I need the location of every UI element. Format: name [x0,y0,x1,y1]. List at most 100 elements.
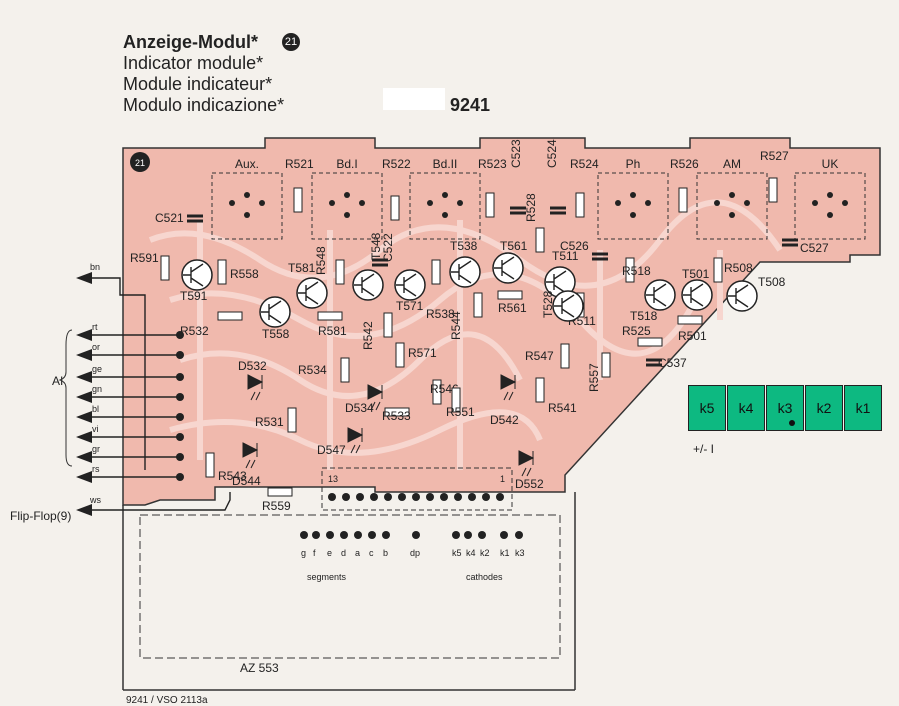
transistor-label: T548 [369,232,383,260]
flipflop-label: Flip-Flop(9) [10,509,71,523]
resistor-label: R525 [622,324,651,338]
transistor-label: T528 [541,290,555,318]
diode-emission [250,391,261,401]
resistor-label: R501 [678,329,707,343]
module-pin [368,531,376,539]
transistor-body [492,252,524,284]
header-pin [356,493,364,501]
header-pin [454,493,462,501]
switch-pin [244,192,250,198]
resistor-body [293,187,303,213]
title-fr: Module indicateur* [123,74,273,94]
transistor-label: T558 [262,327,290,341]
wire-arrow [76,349,92,361]
redaction-box [383,88,445,110]
wire-arrow [76,411,92,423]
transistor-label: T508 [758,275,786,289]
transistor-body [644,279,676,311]
wire-ws-trace [90,492,231,511]
wire-label-gn: gn [92,384,102,394]
digit-box-k1: k1 [844,385,882,431]
module-pin [412,531,420,539]
header-pin [398,493,406,501]
switch-pin [359,200,365,206]
transistor-symbol [646,283,667,307]
transistor-label: T511 [552,249,579,263]
switch-label: Ph [626,157,641,171]
resistor-label: R521 [285,157,314,171]
switch-box [409,172,481,240]
decimal-point-dot [789,420,795,426]
resistor-label: R522 [382,157,411,171]
connector-pin-1: 1 [500,474,505,484]
transistor-symbol [554,294,575,318]
switch-pin [744,200,750,206]
resistor-label: R531 [255,415,284,429]
switch-pin [615,200,621,206]
title-de: Anzeige-Modul* [123,32,258,52]
segments-label: segments [307,572,347,582]
resistor-label: R551 [446,405,475,419]
resistor-body [637,337,663,347]
switch-pin [729,192,735,198]
resistor-body [267,487,293,497]
module-pin [452,531,460,539]
wire-bn-trace [90,277,146,470]
switch-pin [842,200,848,206]
transistor-body [681,279,713,311]
resistor-body [317,311,343,321]
switch-pin [812,200,818,206]
diode-symbol [500,374,517,390]
digit-box-k4: k4 [727,385,765,431]
module-pin [354,531,362,539]
diode-label: D542 [490,413,519,427]
transistor-label: T581 [288,261,316,275]
diode-emission [370,401,381,411]
switch-pin [229,200,235,206]
title-badge: 21 [282,33,300,51]
resistor-label: R508 [724,261,753,275]
diode-symbol [347,427,364,443]
resistor-label: R543 [218,469,247,483]
module-pin [300,531,308,539]
resistor-body [575,192,585,218]
transistor-body [259,296,291,328]
resistor-label: R571 [408,346,437,360]
wire-label-ws: ws [89,495,101,505]
resistor-body [217,259,227,285]
resistor-label: R518 [622,264,651,278]
switch-box [794,172,866,240]
segment-pin-label: e [327,548,332,558]
segment-pin-label: g [301,548,306,558]
wire-label-or: or [92,342,100,352]
digit-caption: +/- I [693,442,715,456]
module-pin [500,531,508,539]
diode-emission [521,467,532,477]
module-pin [478,531,486,539]
switch-pin [645,200,651,206]
cathodes-label: cathodes [466,572,503,582]
wire-pad [176,473,184,481]
switch-pin [442,212,448,218]
transistor-symbol [298,281,319,305]
wire-label-ge: ge [92,364,102,374]
wire-label-bn: bn [90,262,100,272]
switch-box [211,172,283,240]
switch-label: AM [723,157,741,171]
switch-pin [259,200,265,206]
resistor-body [432,379,442,405]
resistor-label: R547 [525,349,554,363]
transistor-label: T571 [396,299,424,313]
capacitor-label: C523 [509,139,523,168]
switch-pin [344,212,350,218]
switch-pin [827,212,833,218]
resistor-body [390,195,400,221]
resistor-label: R561 [498,301,527,315]
switch-label: UK [822,157,839,171]
wire-label-gr: gr [92,444,100,454]
board-badge [130,152,150,172]
resistor-body [395,342,405,368]
resistor-body [677,315,703,325]
header-pin [328,493,336,501]
